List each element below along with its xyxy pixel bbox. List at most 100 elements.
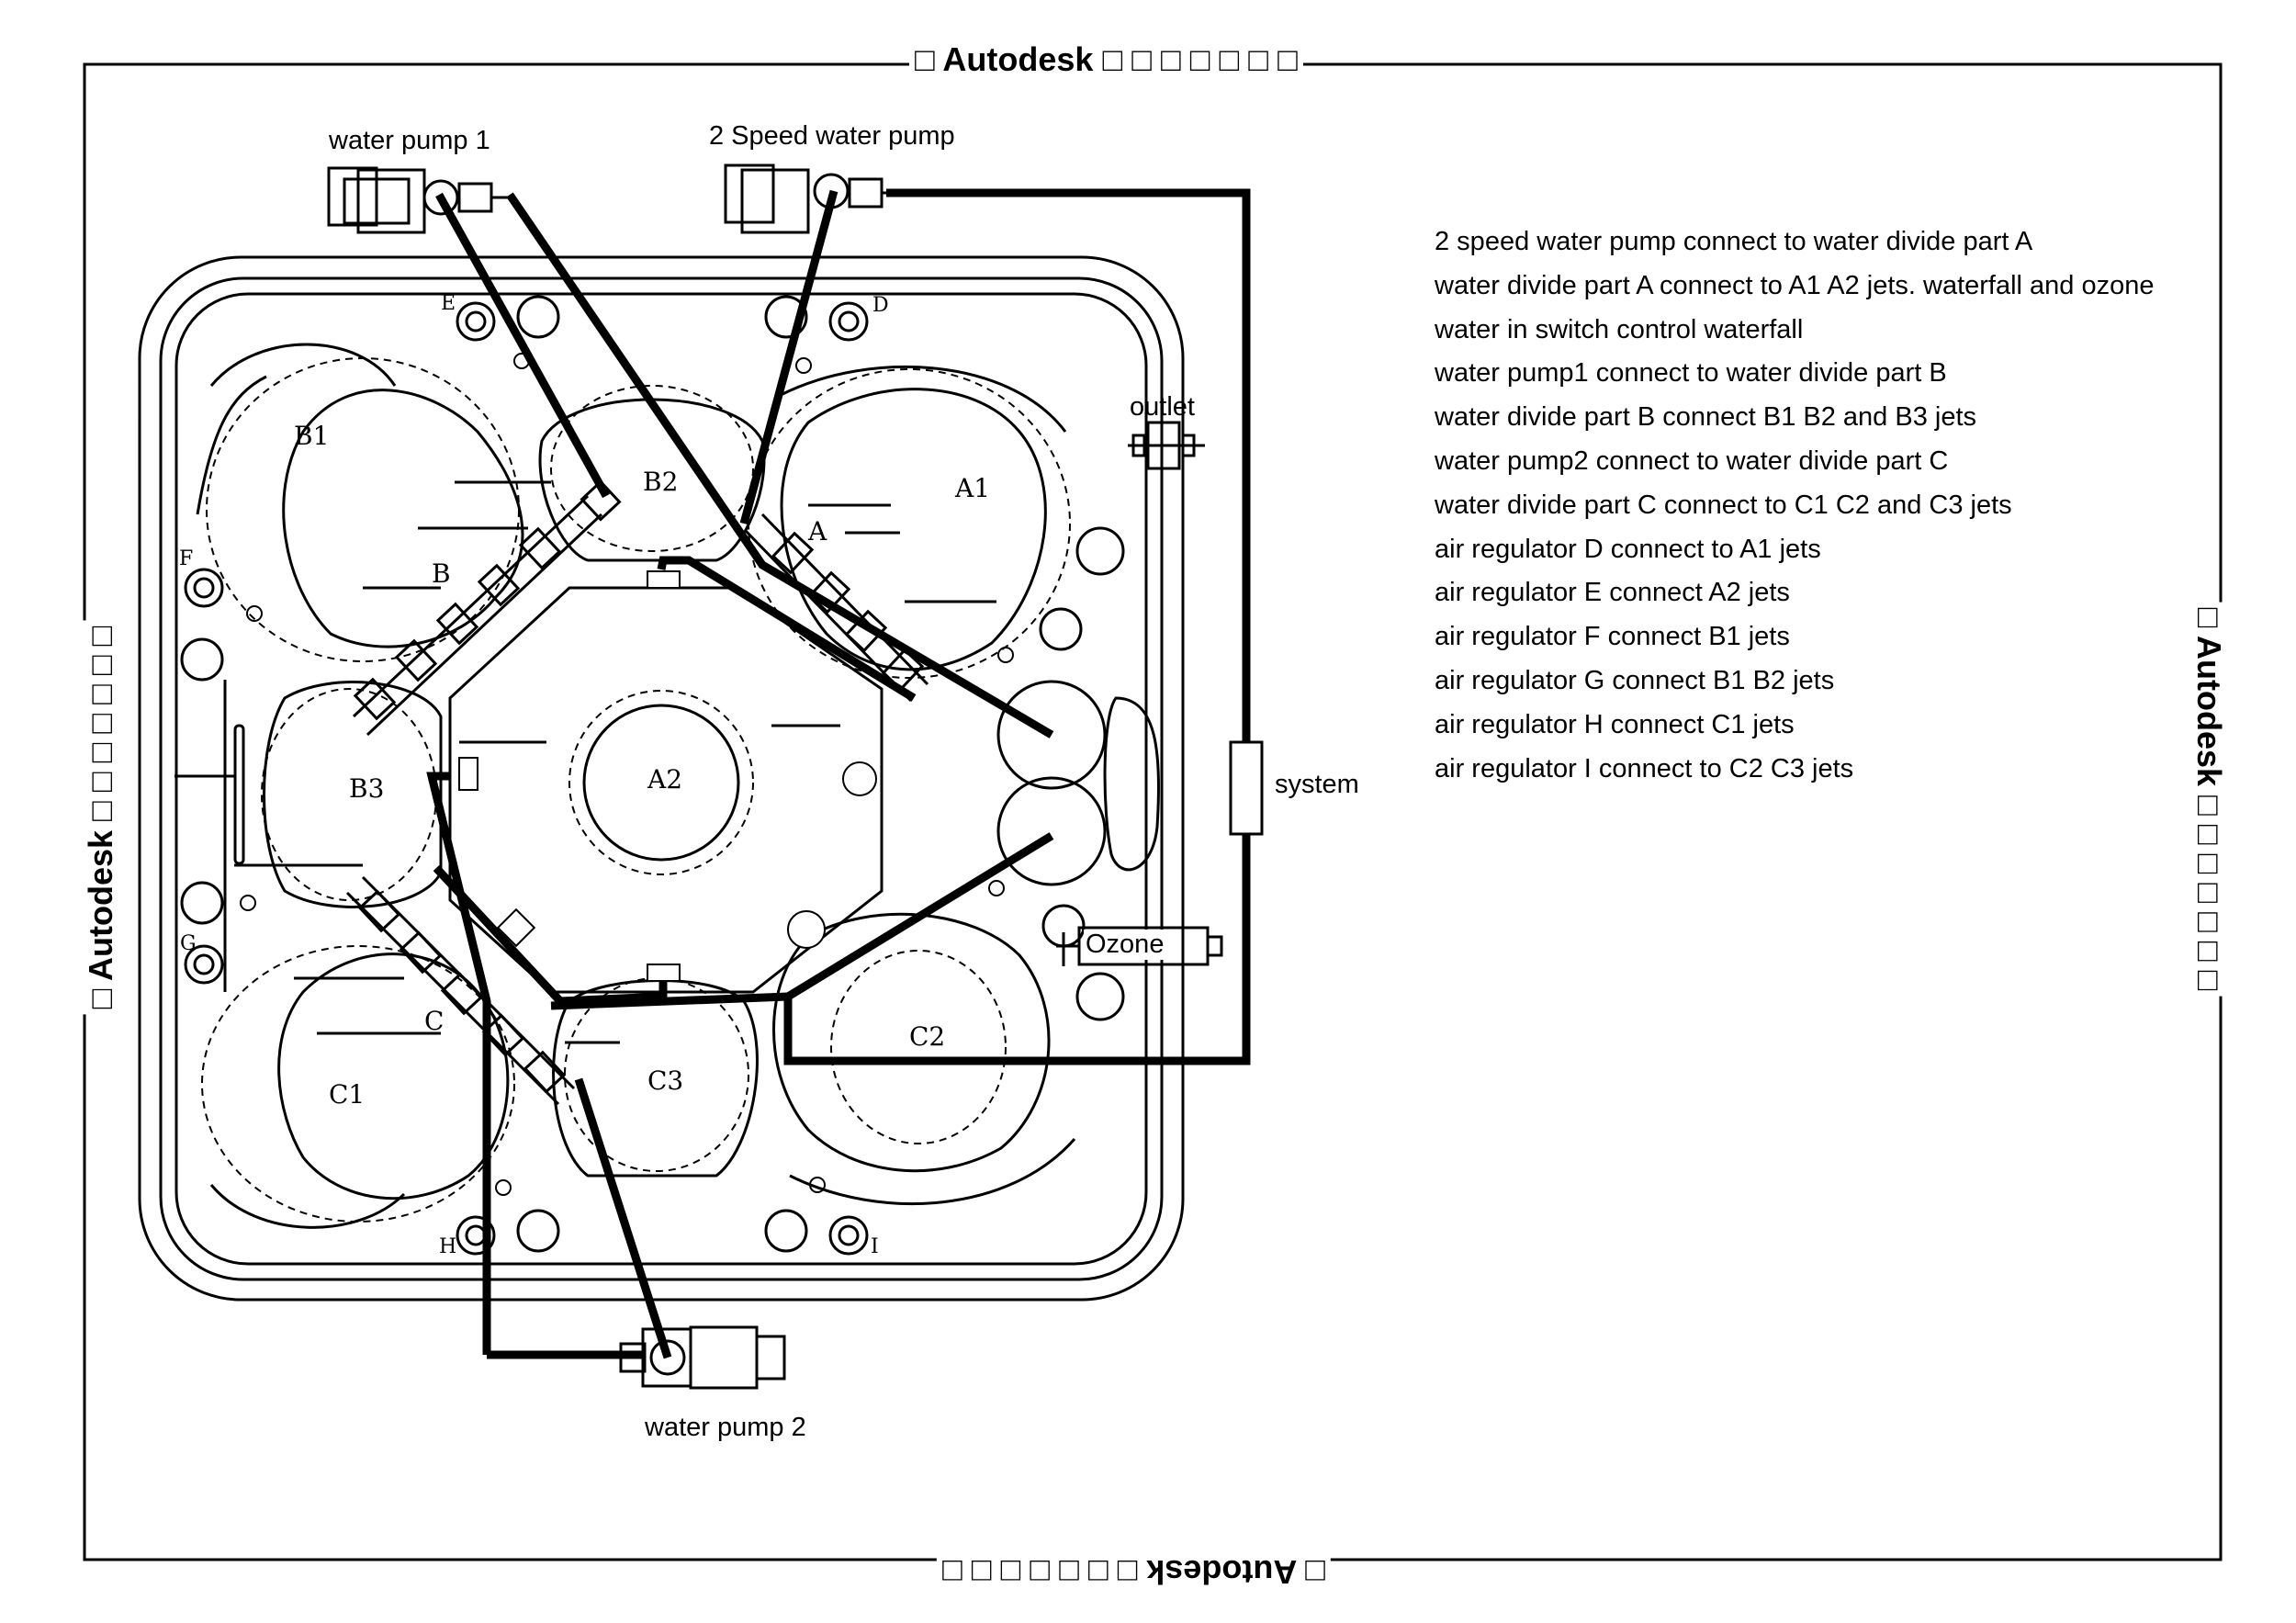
manifold-b [352,479,622,737]
watermark-left: □ Autodesk □ □ □ □ □ □ □ [82,620,120,1015]
air-regulators [184,301,869,1256]
watermark-glyph: □ [2190,883,2228,904]
watermark-glyph: □ [942,1553,962,1591]
water-pump-2-label: water pump 2 [645,1413,806,1442]
outlet-fitting [1128,421,1205,470]
watermark-glyph: □ [2190,607,2228,628]
connection-notes: 2 speed water pump connect to water divi… [1435,220,2155,791]
two-speed-pump-icon [724,163,895,234]
watermark-glyph: □ [82,988,119,1009]
watermark-glyph: □ [82,626,119,647]
watermark-right: □ Autodesk □ □ □ □ □ □ □ [2189,602,2228,997]
hose-2speed-to-manifold-a [739,189,838,525]
system-label: system [1275,770,1359,799]
note-line: air regulator E connect A2 jets [1435,578,1790,608]
water-pump-2-icon [619,1325,786,1390]
watermark-glyph: □ [2190,853,2228,874]
regulator-d-label: D [872,294,889,317]
watermark-glyph: □ [2190,795,2228,816]
seat-b3-label: B3 [349,773,385,804]
hose-pump2-to-c3 [574,1077,672,1359]
hose-manifold-c-to-ozone [550,992,789,1010]
watermark-text: Autodesk [1146,1553,1298,1591]
watermark-glyph: □ [971,1553,992,1591]
note-line: air regulator D connect to A1 jets [1435,534,1821,564]
watermark-glyph: □ [2190,912,2228,932]
regulator-g-label: G [180,932,197,955]
seat-b2-jet-ring [550,385,754,552]
note-line: 2 speed water pump connect to water divi… [1435,227,2033,256]
hose-system-return [783,832,1251,1065]
seat-b1-jet-ring [206,357,520,662]
watermark-bottom: □ Autodesk □ □ □ □ □ □ □ [937,1552,1331,1591]
manifold-c-label: C [424,1006,445,1036]
watermark-glyph: □ [1059,1553,1079,1591]
note-line: air regulator I connect to C2 C3 jets [1435,753,1854,783]
hose-pump1-to-manifold-b [435,192,610,499]
seat-c2-jet-ring [830,950,1007,1144]
note-line: water pump2 connect to water divide part… [1435,445,1949,476]
note-line: water divide part A connect to A1 A2 jet… [1435,270,2155,300]
hoses [426,188,1251,1359]
note-line: air regulator G connect B1 B2 jets [1435,665,1835,695]
regulator-h-label: H [439,1235,457,1258]
watermark-glyph: □ [1161,40,1181,78]
watermark-text: Autodesk [942,40,1094,78]
watermark-glyph: □ [1087,1553,1109,1591]
note-line: air regulator H connect C1 jets [1435,709,1795,739]
hose-c-to-a2 [433,864,668,1006]
watermark-glyph: □ [1030,1553,1051,1591]
seat-b2-label: B2 [643,467,679,497]
watermark-glyph: □ [1305,1553,1325,1591]
manifold-b-label: B [432,558,451,589]
watermark-glyph: □ [2190,941,2228,962]
note-line: air regulator F connect B1 jets [1435,622,1790,652]
air-regulator-h-icon [456,1215,496,1256]
hose-2speed-to-system [886,188,1251,742]
air-regulator-g-icon [184,944,224,985]
two-speed-pump-label: 2 Speed water pump [709,121,955,151]
watermark-glyph: □ [1000,1553,1021,1591]
seat-c1-label: C1 [329,1079,366,1110]
watermark-text: Autodesk [2190,636,2228,787]
seat-c2-label: C2 [909,1021,946,1052]
seat-a1-label: A1 [955,473,991,503]
watermark-glyph: □ [1117,1553,1138,1591]
watermark-glyph: □ [1219,40,1240,78]
air-regulator-d-icon [828,301,869,342]
regulator-e-label: E [441,292,456,315]
light-icons [240,353,1014,1196]
watermark-glyph: □ [82,684,119,704]
air-regulator-e-icon [456,301,496,342]
tub-outline [138,255,1185,1302]
outlet-label: outlet [1130,392,1195,422]
watermark-glyph: □ [2190,970,2228,991]
seat-c3-label: C3 [647,1065,684,1096]
seat-a2-label: A2 [647,764,683,795]
water-pump-1-label: water pump 1 [329,126,490,155]
manifold-c [234,724,840,1106]
fittings [458,570,877,982]
note-line: water pump1 connect to water divide part… [1435,358,1947,389]
regulator-f-label: F [179,547,194,570]
water-pump-1-icon [327,166,514,234]
watermark-text: Autodesk [82,829,119,981]
watermark-glyph: □ [1248,40,1269,78]
watermark-glyph: □ [1102,40,1123,78]
watermark-glyph: □ [82,713,119,734]
ozone-unit [1056,926,1223,966]
note-line: water divide part C connect to C1 C2 and… [1435,490,2012,520]
ozone-label: Ozone [1084,930,1166,960]
manifold-a-label: A [808,516,827,547]
watermark-glyph: □ [82,801,119,821]
watermark-glyph: □ [82,742,119,763]
note-line: water divide part B connect B1 B2 and B3… [1435,402,1977,433]
seat-a2-center [582,704,740,862]
hose-b2-loop [657,556,917,702]
watermark-glyph: □ [2190,824,2228,845]
watermark-glyph: □ [1189,40,1210,78]
seat-b1-label: B1 [294,421,330,451]
seat-c1-jet-ring [201,945,515,1223]
watermark-glyph: □ [915,40,935,78]
